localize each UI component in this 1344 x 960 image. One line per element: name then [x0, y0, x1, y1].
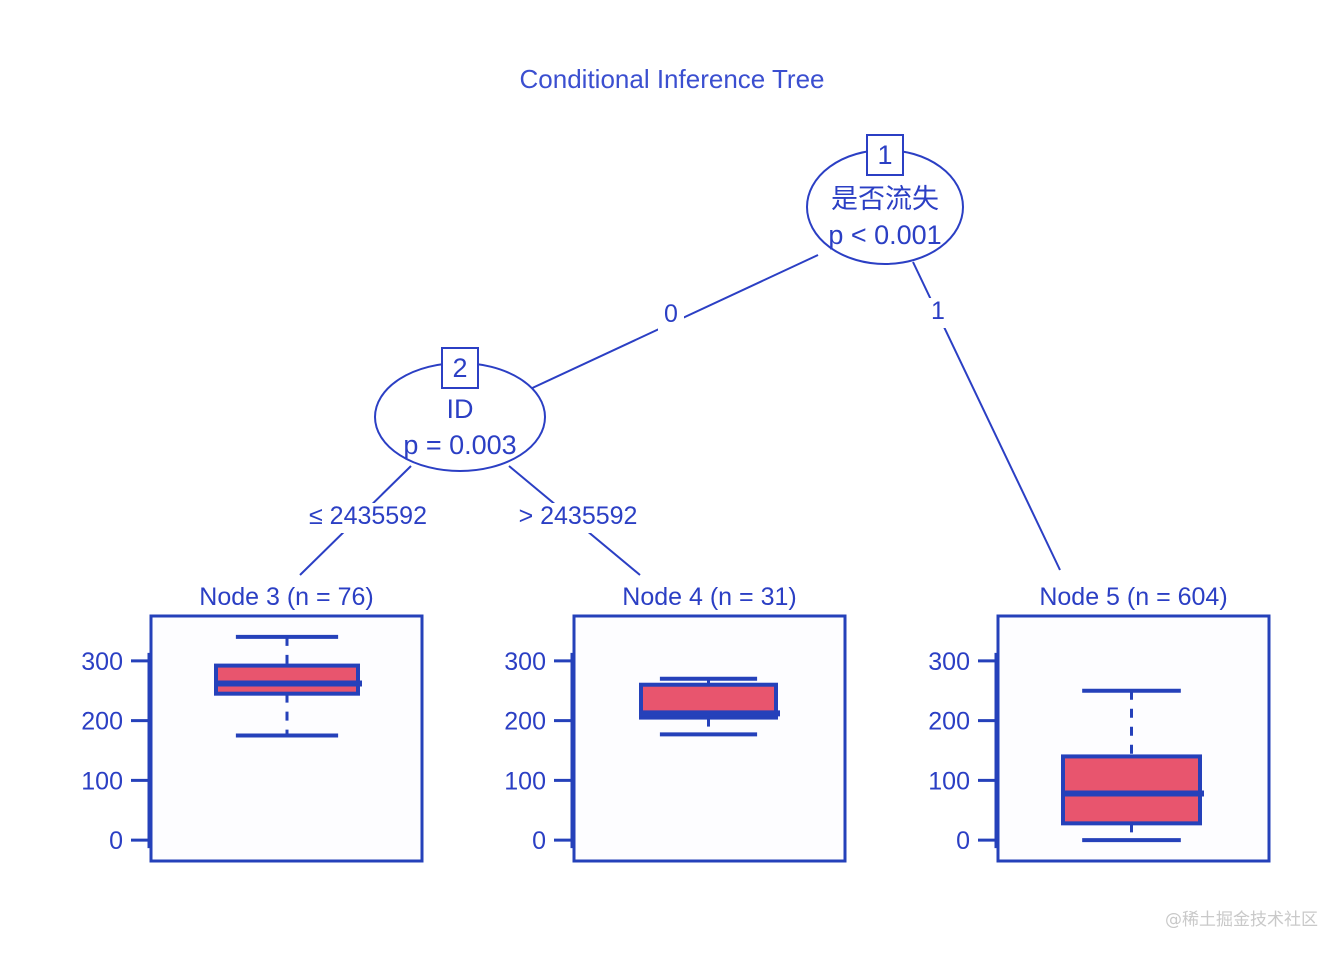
y-axis-tick-label-node-4-200: 200	[504, 708, 546, 736]
node-pvalue-label-2: p = 0.003	[403, 430, 516, 460]
node-number-label-1: 1	[877, 140, 892, 170]
node-number-box-2	[441, 347, 479, 389]
y-axis-tick-label-node-3-100: 100	[81, 767, 123, 795]
y-axis-tick-label-node-3-300: 300	[81, 648, 123, 676]
y-axis-tick-label-node-4-100: 100	[504, 767, 546, 795]
y-axis-tick-label-node-5-300: 300	[928, 648, 970, 676]
edge-label-1-to-2: 0	[664, 300, 678, 328]
y-axis-tick-label-node-5-100: 100	[928, 767, 970, 795]
y-axis-tick-label-node-3-200: 200	[81, 708, 123, 736]
y-axis-tick-label-node-5-0: 0	[956, 827, 970, 855]
node-number-box-1	[866, 134, 904, 176]
panel-title-node-3: Node 3 (n = 76)	[199, 583, 373, 611]
y-axis-tick-label-node-4-300: 300	[504, 648, 546, 676]
edge-label-2-to-3: ≤ 2435592	[309, 502, 427, 530]
tree-edges: 0 1 ≤ 2435592 > 2435592	[299, 254, 1061, 576]
node-pvalue-label-1: p < 0.001	[828, 220, 941, 250]
edge-label-backdrop	[658, 301, 684, 331]
edge-label-2-to-4: > 2435592	[519, 502, 638, 530]
tree-inner-nodes: 1 是否流失 p < 0.001 2ID p = 0.003	[374, 134, 964, 472]
panel-frame-node-4	[572, 614, 847, 863]
watermark-label: @稀土掘金技术社区	[1165, 910, 1318, 930]
node-variable-label-2: ID	[447, 394, 474, 424]
edge-label-backdrop	[925, 298, 951, 328]
edge-label-1-to-5: 1	[931, 297, 945, 325]
edge-label-backdrop	[299, 503, 437, 533]
y-axis-tick-label-node-4-0: 0	[532, 827, 546, 855]
terminal-node-4[interactable]: Node 4 (n = 31) 0 100 200 300	[504, 583, 847, 863]
page-title: Conditional Inference Tree	[520, 64, 825, 94]
box-node-5	[1061, 754, 1202, 826]
terminal-node-5[interactable]: Node 5 (n = 604) 0 100 200 300	[928, 583, 1271, 863]
edge-label-backdrop	[509, 503, 647, 533]
node-number-label-2: 2	[452, 353, 467, 383]
box-node-3	[214, 663, 360, 696]
terminal-node-3[interactable]: Node 3 (n = 76) 0 100 200 300	[81, 583, 424, 863]
inner-node-2[interactable]: 2ID p = 0.003	[374, 347, 546, 472]
panel-title-node-4: Node 4 (n = 31)	[622, 583, 796, 611]
panel-frame-node-3	[149, 614, 424, 863]
y-axis-tick-label-node-3-0: 0	[109, 827, 123, 855]
panel-title-node-5: Node 5 (n = 604)	[1039, 583, 1227, 611]
y-axis-tick-label-node-5-200: 200	[928, 708, 970, 736]
node-variable-label-1: 是否流失	[831, 184, 939, 214]
inner-node-1[interactable]: 1 是否流失 p < 0.001	[806, 134, 964, 265]
